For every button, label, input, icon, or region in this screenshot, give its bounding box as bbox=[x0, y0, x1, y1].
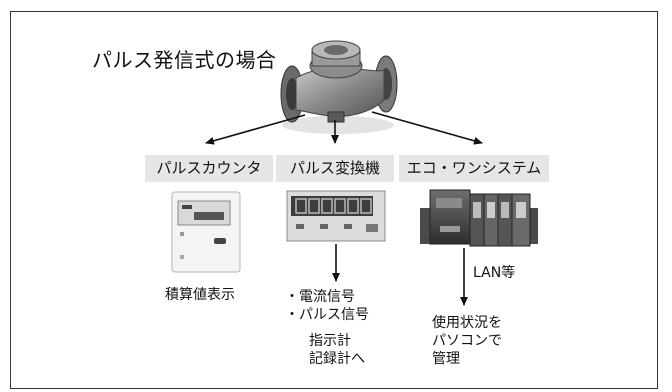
arrow-to-counter bbox=[205, 114, 306, 145]
label-pulse-counter: パルスカウンタ bbox=[145, 155, 273, 182]
pulse-counter-image bbox=[171, 191, 241, 273]
converter-sub-indicator: 指示計 bbox=[309, 333, 351, 349]
converter-bullet-current: ・電流信号 bbox=[285, 289, 355, 305]
lan-label: LAN等 bbox=[473, 265, 516, 281]
label-pulse-converter: パルス変換機 bbox=[276, 155, 394, 182]
flow-meter-image bbox=[280, 40, 398, 134]
eco-note-line2: パソコンで bbox=[432, 333, 502, 349]
counter-note: 積算値表示 bbox=[165, 287, 235, 303]
pulse-converter-image bbox=[286, 190, 386, 242]
eco-note-line3: 管理 bbox=[432, 351, 460, 367]
label-eco-one-system: エコ・ワンシステム bbox=[399, 155, 549, 182]
converter-bullet-pulse: ・パルス信号 bbox=[285, 307, 369, 323]
arrow-to-eco-system bbox=[371, 111, 483, 145]
converter-sub-recorder: 記録計へ bbox=[309, 351, 365, 367]
eco-one-system-image bbox=[420, 189, 538, 247]
eco-note-line1: 使用状況を bbox=[432, 315, 502, 331]
diagram-title: パルス発信式の場合 bbox=[92, 48, 277, 72]
diagram-frame bbox=[10, 11, 658, 389]
